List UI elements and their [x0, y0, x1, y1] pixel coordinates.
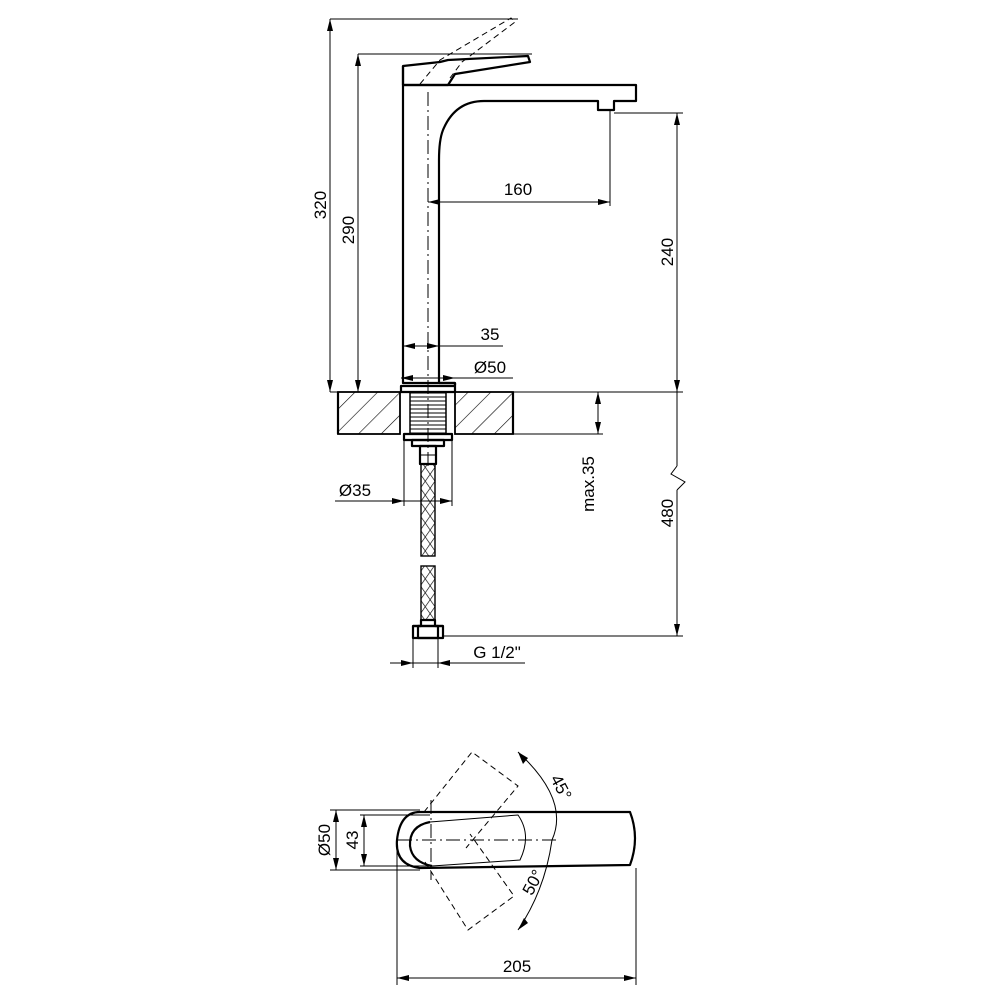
- dim-thread: G 1/2": [390, 638, 525, 668]
- dim-label-240: 240: [658, 238, 677, 266]
- dim-base-diameter: Ø50: [401, 358, 513, 381]
- dim-label-max35: max.35: [579, 456, 598, 512]
- rotation-arc: 45° 50°: [517, 751, 575, 931]
- countertop-section: [336, 391, 515, 435]
- dim-label-d50: Ø50: [474, 358, 506, 377]
- dim-label-160: 160: [504, 180, 532, 199]
- dim-lever-width: 43: [343, 814, 430, 867]
- dim-body-width: 35: [403, 325, 503, 349]
- dim-max-thickness: max.35: [513, 392, 603, 512]
- dim-label-50deg: 50°: [519, 867, 548, 899]
- dim-spout-height: 290: [339, 53, 532, 392]
- lever-top: [395, 810, 637, 870]
- side-view: 320 290 160 240: [311, 17, 686, 668]
- dim-outlet-height: 240: [614, 112, 683, 392]
- dim-label-d35: Ø35: [339, 481, 371, 500]
- dim-label-45deg: 45°: [546, 772, 575, 804]
- dim-label-480: 480: [658, 499, 677, 527]
- dim-total-height: 320: [311, 18, 518, 392]
- dim-label-43: 43: [343, 831, 362, 850]
- dim-hose-length: 480: [443, 392, 686, 637]
- dim-label-320: 320: [311, 191, 330, 219]
- dim-top-diameter: Ø50: [315, 809, 420, 871]
- faucet-body: [401, 17, 638, 386]
- lever-rotated-positions: [423, 751, 519, 931]
- dim-label-290: 290: [339, 216, 358, 244]
- dim-label-thread: G 1/2": [473, 643, 521, 662]
- supply-hose: [411, 463, 445, 640]
- top-view: 45° 50° Ø50 43 205: [315, 751, 637, 985]
- dim-label-205: 205: [503, 957, 531, 976]
- dim-label-top-d50: Ø50: [315, 824, 334, 856]
- dim-hole-diameter: Ø35: [335, 440, 453, 506]
- dim-overall-length: 205: [396, 843, 637, 985]
- dim-label-35: 35: [481, 325, 500, 344]
- dim-reach: 160: [428, 110, 611, 206]
